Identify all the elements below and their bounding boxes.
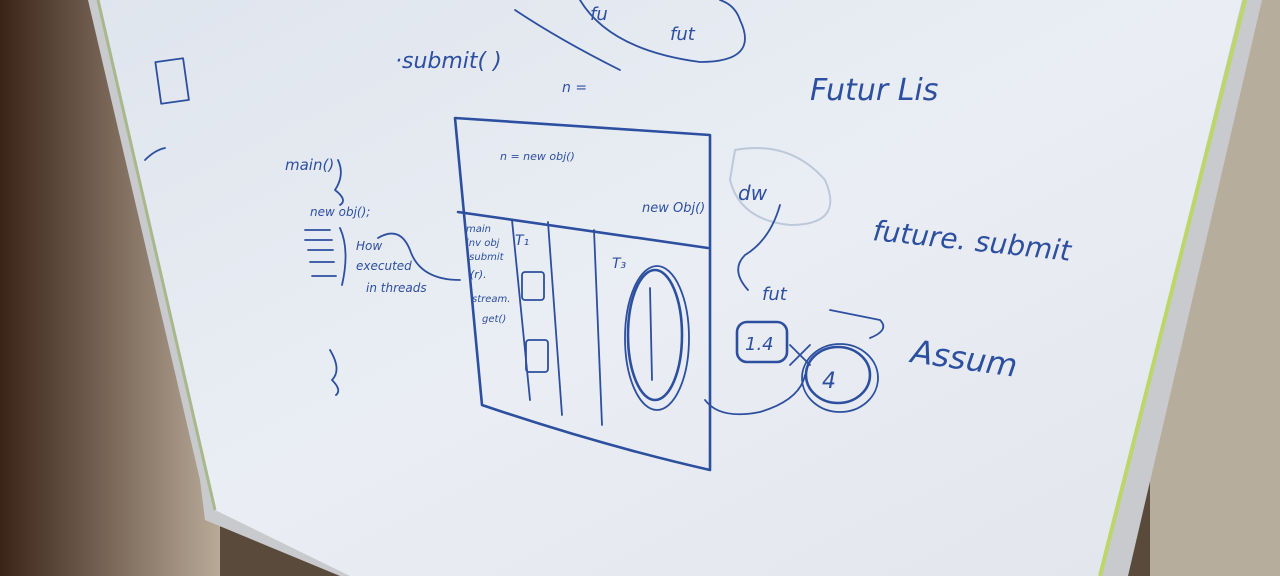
board-left-edge bbox=[96, 0, 217, 511]
table-header-line bbox=[456, 210, 710, 250]
t3-label: T₃ bbox=[612, 256, 627, 272]
how-note-2: executed bbox=[356, 259, 412, 273]
bottom-link bbox=[704, 374, 806, 416]
t3-ellipse-outer bbox=[624, 265, 690, 411]
col-line-2 bbox=[547, 221, 563, 416]
t3-line bbox=[649, 287, 653, 381]
new-obj-right-note: new Obj() bbox=[642, 201, 705, 216]
box-right-outer bbox=[801, 343, 879, 413]
top-oval-text-1: fu bbox=[590, 4, 608, 25]
closing-brace bbox=[329, 349, 340, 396]
box-left-label: 1.4 bbox=[745, 334, 774, 355]
t1-label: T₁ bbox=[515, 233, 529, 249]
t1-task-box-1 bbox=[521, 271, 545, 301]
how-note-3: in threads bbox=[366, 281, 427, 295]
main-col-3: ·submit bbox=[466, 252, 505, 263]
n-eq-note: n = bbox=[562, 80, 587, 96]
main-col-5: stream. bbox=[472, 294, 510, 305]
future-side-note: fut bbox=[762, 284, 788, 305]
n-assign-note: n = new obj() bbox=[500, 150, 575, 163]
table-outline bbox=[453, 116, 712, 472]
top-oval-text-2: fut bbox=[670, 24, 696, 45]
main-lines bbox=[304, 229, 337, 277]
lines-brace bbox=[339, 227, 347, 286]
how-note-1: How bbox=[356, 239, 382, 253]
main-note: main() bbox=[285, 156, 334, 174]
fut-arrow bbox=[829, 309, 885, 339]
main-col-4: (r). bbox=[470, 268, 487, 281]
col-line-3 bbox=[593, 229, 603, 426]
future-list-note: Futur Lis bbox=[810, 73, 938, 108]
main-brace bbox=[334, 159, 344, 206]
dw-curve bbox=[737, 204, 781, 291]
dw-note: dw bbox=[738, 181, 768, 205]
arrow-to-oval bbox=[514, 9, 621, 71]
oval-top bbox=[579, 0, 746, 63]
sketch-box bbox=[154, 57, 190, 105]
board-surface bbox=[98, 0, 1242, 576]
t3-ellipse bbox=[626, 268, 684, 402]
board-trim bbox=[1098, 0, 1247, 576]
box-right-label: 4 bbox=[822, 369, 836, 394]
connector-curve bbox=[377, 232, 461, 281]
main-col-6: get() bbox=[482, 314, 506, 325]
main-col-2: inv obj bbox=[466, 238, 500, 249]
main-col-1: main bbox=[466, 224, 491, 235]
cross-mark bbox=[789, 344, 811, 366]
sketch-scribble bbox=[144, 147, 166, 161]
submit-call-note: ·submit( ) bbox=[395, 49, 502, 74]
t1-task-box-2 bbox=[525, 339, 549, 373]
box-left bbox=[735, 320, 789, 364]
box-right bbox=[804, 345, 872, 405]
new-obj-note: new obj(); bbox=[310, 205, 370, 219]
ghost-oval bbox=[728, 147, 832, 227]
